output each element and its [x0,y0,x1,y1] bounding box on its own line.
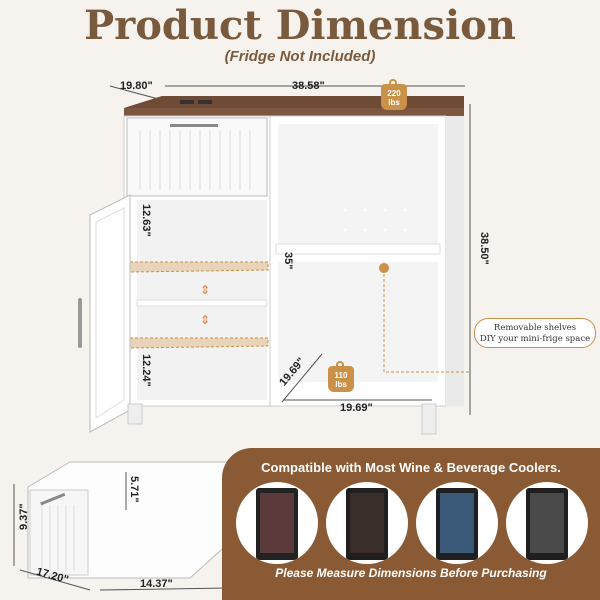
bay-weight-value: 110 [334,371,348,380]
drawer-inner-height-label: 5.71" [128,476,140,503]
callout-line-2: DIY your mini-frige space [479,334,591,344]
height-right-label: 38.50" [478,232,490,265]
bay-weight-icon: 110 lbs [328,361,354,392]
callout-line-1: Removable shelves [493,323,577,333]
top-weight-value: 220 [387,89,401,98]
drawer-height-label: 9.37" [18,503,30,530]
measure-note: Please Measure Dimensions Before Purchas… [275,566,547,580]
svg-text:⇕: ⇕ [200,283,210,297]
drawer-width-label: 14.37" [140,578,173,590]
bay-weight-unit: lbs [335,380,347,389]
top-weight-unit: lbs [388,98,400,107]
cooler-image-2 [326,482,408,564]
page-subtitle: (Fridge Not Included) [224,48,376,65]
coolers-panel: Compatible with Most Wine & Beverage Coo… [222,448,600,600]
coolers-panel-title: Compatible with Most Wine & Beverage Coo… [261,460,561,475]
top-weight-icon: 220 lbs [381,79,407,110]
depth-top-label: 19.80" [120,80,153,92]
cooler-image-3 [416,482,498,564]
width-top-label: 38.58" [292,80,325,92]
bay-width-label: 19.69" [340,402,373,414]
cooler-image-1 [236,482,318,564]
drawer-cavity-label: 12.63" [140,204,152,237]
removable-shelves-callout: Removable shelves DIY your mini-frige sp… [474,318,596,348]
cooler-image-4 [506,482,588,564]
shelf-gap-label: 35" [282,252,294,270]
lower-cavity-label: 12.24" [140,354,152,387]
svg-text:⇕: ⇕ [200,313,210,327]
page-title: Product Dimension [84,2,516,49]
